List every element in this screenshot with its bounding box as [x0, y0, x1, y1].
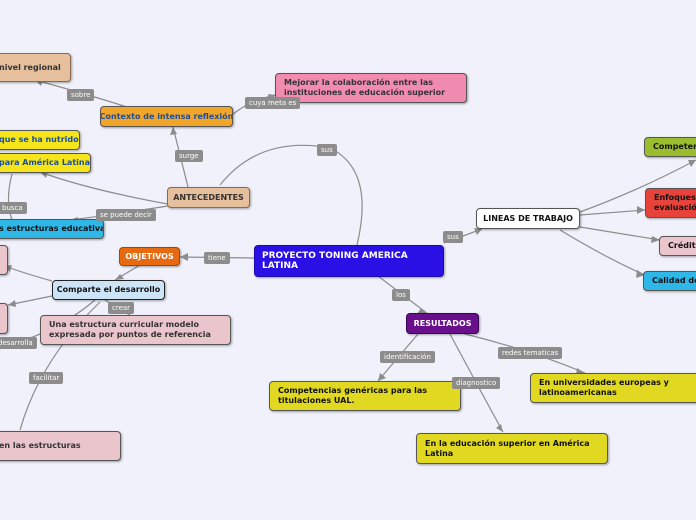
- topic-estructura-curricular[interactable]: Una estructura curricular modelo expresa…: [40, 315, 231, 345]
- topic-en-estructuras-text: en las estructuras: [0, 441, 81, 450]
- edge-label-crear: crear: [108, 302, 135, 314]
- root-topic-proyecto-toning[interactable]: PROYECTO TONING AMERICA LATINA: [254, 245, 444, 277]
- topic-antecedentes-text: ANTECEDENTES: [173, 192, 244, 202]
- edge-label-sus-lineas: sus: [443, 231, 463, 243]
- topic-objetivos-text: OBJETIVOS: [125, 251, 174, 261]
- edge-lineas-competencias: [579, 159, 696, 213]
- topic-enfoques[interactable]: Enfoques evaluación: [645, 188, 696, 218]
- topic-creditos[interactable]: Crédito: [659, 236, 696, 256]
- edge-label-los: los: [392, 289, 410, 301]
- edge-comparte-left1: [4, 265, 53, 282]
- topic-estructura-curricular-text: Una estructura curricular modelo expresa…: [49, 320, 211, 339]
- topic-enfoques-text: Enfoques evaluación: [654, 193, 696, 212]
- root-topic-text: PROYECTO TONING AMERICA LATINA: [262, 251, 408, 271]
- topic-competencias-text: Competenc: [653, 142, 696, 151]
- topic-en-las-estructuras[interactable]: en las estructuras: [0, 431, 121, 461]
- topic-mejorar-text: Mejorar la colaboración entre las instit…: [284, 78, 446, 97]
- topic-lineas-de-trabajo[interactable]: LINEAS DE TRABAJO: [476, 208, 580, 229]
- topic-educacion-superior[interactable]: En la educación superior en América Lati…: [416, 433, 608, 464]
- topic-creditos-text: Crédito: [668, 241, 696, 250]
- topic-objetivos[interactable]: OBJETIVOS: [119, 247, 180, 266]
- topic-competencias-genericas[interactable]: Competencias genéricas para las titulaci…: [269, 381, 461, 411]
- topic-mejorar-colaboracion[interactable]: Mejorar la colaboración entre las instit…: [275, 73, 467, 103]
- topic-resultados-text: RESULTADOS: [413, 318, 472, 328]
- edge-label-desarrolla: desarrolla: [0, 337, 37, 349]
- edge-label-facilitar: facilitar: [29, 372, 64, 384]
- topic-antecedentes[interactable]: ANTECEDENTES: [167, 187, 250, 208]
- topic-calidad-text: Calidad de: [652, 276, 696, 285]
- topic-contexto-text: Contexto de intensa reflexión: [100, 111, 233, 121]
- topic-resultados[interactable]: RESULTADOS: [406, 313, 479, 334]
- edge-busca: [7, 173, 13, 221]
- edge-label-sus-antecedentes: sus: [317, 144, 337, 156]
- edge-label-busca: busca: [0, 202, 27, 214]
- topic-para-america-text: para América Latina: [0, 158, 90, 167]
- edge-label-tiene: tiene: [204, 252, 230, 264]
- edge-label-sobre: sobre: [67, 89, 95, 101]
- topic-comparte-text: Comparte el desarrollo: [56, 285, 161, 294]
- edge-lineas-enfoques: [579, 209, 646, 216]
- edge-label-cuya-meta: cuya meta es: [245, 97, 301, 109]
- edge-lineas-creditos: [579, 226, 661, 241]
- topic-educacion-superior-text: En la educación superior en América Lati…: [425, 438, 590, 458]
- topic-nivel-regional[interactable]: nivel regional: [0, 53, 71, 82]
- edge-label-se-puede-decir: se puede decir: [96, 209, 156, 221]
- topic-universidades[interactable]: En universidades europeas y latinoameric…: [530, 373, 696, 403]
- edge-antecedentes-para: [39, 171, 169, 205]
- topic-competencias-genericas-text: Competencias genéricas para las titulaci…: [278, 386, 428, 405]
- topic-lineas-text: LINEAS DE TRABAJO: [483, 213, 573, 223]
- topic-nivel-regional-text: nivel regional: [0, 62, 61, 72]
- edge-label-diagnostico: diagnostico: [452, 377, 501, 389]
- topic-estructuras-text: s estructuras educativas: [0, 224, 104, 233]
- edge-label-redes-tematicas: redes tematicas: [498, 347, 563, 359]
- topic-estructuras-educativas[interactable]: s estructuras educativas: [0, 219, 104, 239]
- topic-contexto[interactable]: Contexto de intensa reflexión: [100, 106, 233, 127]
- topic-para-america-latina[interactable]: para América Latina: [0, 153, 91, 173]
- topic-competencias[interactable]: Competenc: [644, 137, 696, 157]
- edge-label-surge: surge: [175, 150, 203, 162]
- topic-partial-left-2[interactable]: [0, 303, 8, 334]
- topic-comparte-desarrollo[interactable]: Comparte el desarrollo: [52, 280, 165, 300]
- edge-lineas-calidad: [559, 229, 646, 276]
- topic-calidad[interactable]: Calidad de: [643, 271, 696, 291]
- topic-universidades-text: En universidades europeas y latinoameric…: [539, 378, 669, 397]
- topic-nutrido-text: que se ha nutrido: [0, 135, 79, 144]
- edge-label-identificacion: identificación: [380, 351, 435, 363]
- topic-partial-left-1[interactable]: [0, 245, 8, 275]
- topic-nutrido[interactable]: que se ha nutrido: [0, 130, 80, 150]
